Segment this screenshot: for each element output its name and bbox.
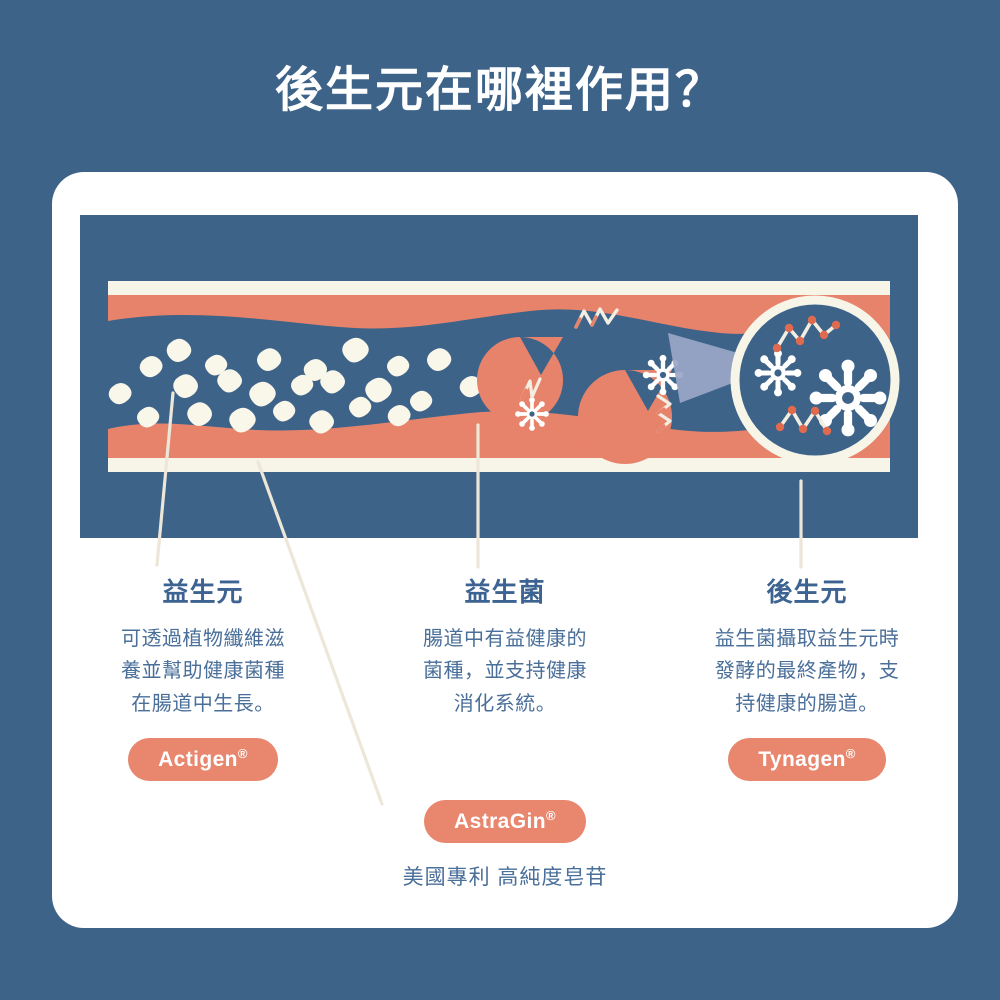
astragin-caption: 美國專利 高純度皂苷: [402, 866, 608, 890]
magnifier-circle: [730, 295, 900, 465]
ingredient-pill-tynagen[interactable]: Tynagen®: [728, 738, 886, 782]
magnified-star-small: [754, 349, 802, 397]
column-body-postbiotic: 益生菌攝取益生元時 發酵的最終產物，支 持健康的腸道。: [714, 628, 900, 715]
column-heading-probiotic: 益生菌: [464, 577, 546, 607]
column-heading-postbiotic: 後生元: [766, 577, 848, 607]
ingredient-pill-actigen-label: Actigen: [158, 748, 238, 772]
content-card: 益生元 可透過植物纖維滋 養並幫助健康菌種 在腸道中生長。 Actigen® 益…: [52, 172, 958, 928]
column-probiotic: 益生菌 腸道中有益健康的 菌種，並支持健康 消化系統。: [354, 572, 656, 792]
ingredient-pill-astragin[interactable]: AstraGin®: [424, 800, 586, 844]
intestine-wall-top: [108, 281, 890, 295]
magnifier-pointer-triangle: [668, 333, 780, 403]
column-probiotic-pill-spacer: [368, 738, 642, 792]
intestine-mucosa-bottom: [108, 411, 890, 458]
registered-mark-icon: ®: [237, 746, 248, 762]
prebiotic-fiber-particles: [108, 337, 483, 434]
magnifier-contents: [754, 315, 887, 437]
intestine-mucosa-top: [108, 295, 890, 334]
column-prebiotic: 益生元 可透過植物纖維滋 養並幫助健康菌種 在腸道中生長。 Actigen®: [52, 572, 354, 792]
ingredient-pill-tynagen-label: Tynagen: [758, 748, 846, 772]
column-body-prebiotic: 可透過植物纖維滋 養並幫助健康菌種 在腸道中生長。: [121, 628, 285, 715]
intestine-wall-bottom: [108, 458, 890, 472]
ingredient-pill-actigen[interactable]: Actigen®: [128, 738, 278, 782]
definition-columns: 益生元 可透過植物纖維滋 養並幫助健康菌種 在腸道中生長。 Actigen® 益…: [52, 572, 958, 792]
postbiotic-chain-molecules: [520, 307, 672, 433]
column-postbiotic: 後生元 益生菌攝取益生元時 發酵的最終產物，支 持健康的腸道。 Tynagen®: [656, 572, 958, 792]
registered-mark-icon: ®: [545, 808, 556, 823]
magnified-chain-lower: [775, 405, 832, 436]
column-heading-prebiotic: 益生元: [162, 577, 244, 607]
intestine-diagram-svg: [108, 281, 900, 472]
ingredient-pill-astragin-label: AstraGin: [454, 810, 546, 833]
page-title: 後生元在哪裡作用？: [274, 64, 725, 117]
astragin-block: AstraGin® 美國專利 高純度皂苷: [52, 800, 958, 891]
magnified-chain-upper: [772, 315, 841, 353]
magnified-star-large: [809, 359, 887, 437]
intestine-illustration-panel: [80, 215, 918, 538]
column-body-probiotic: 腸道中有益健康的 菌種，並支持健康 消化系統。: [423, 628, 587, 715]
registered-mark-icon: ®: [845, 746, 856, 762]
